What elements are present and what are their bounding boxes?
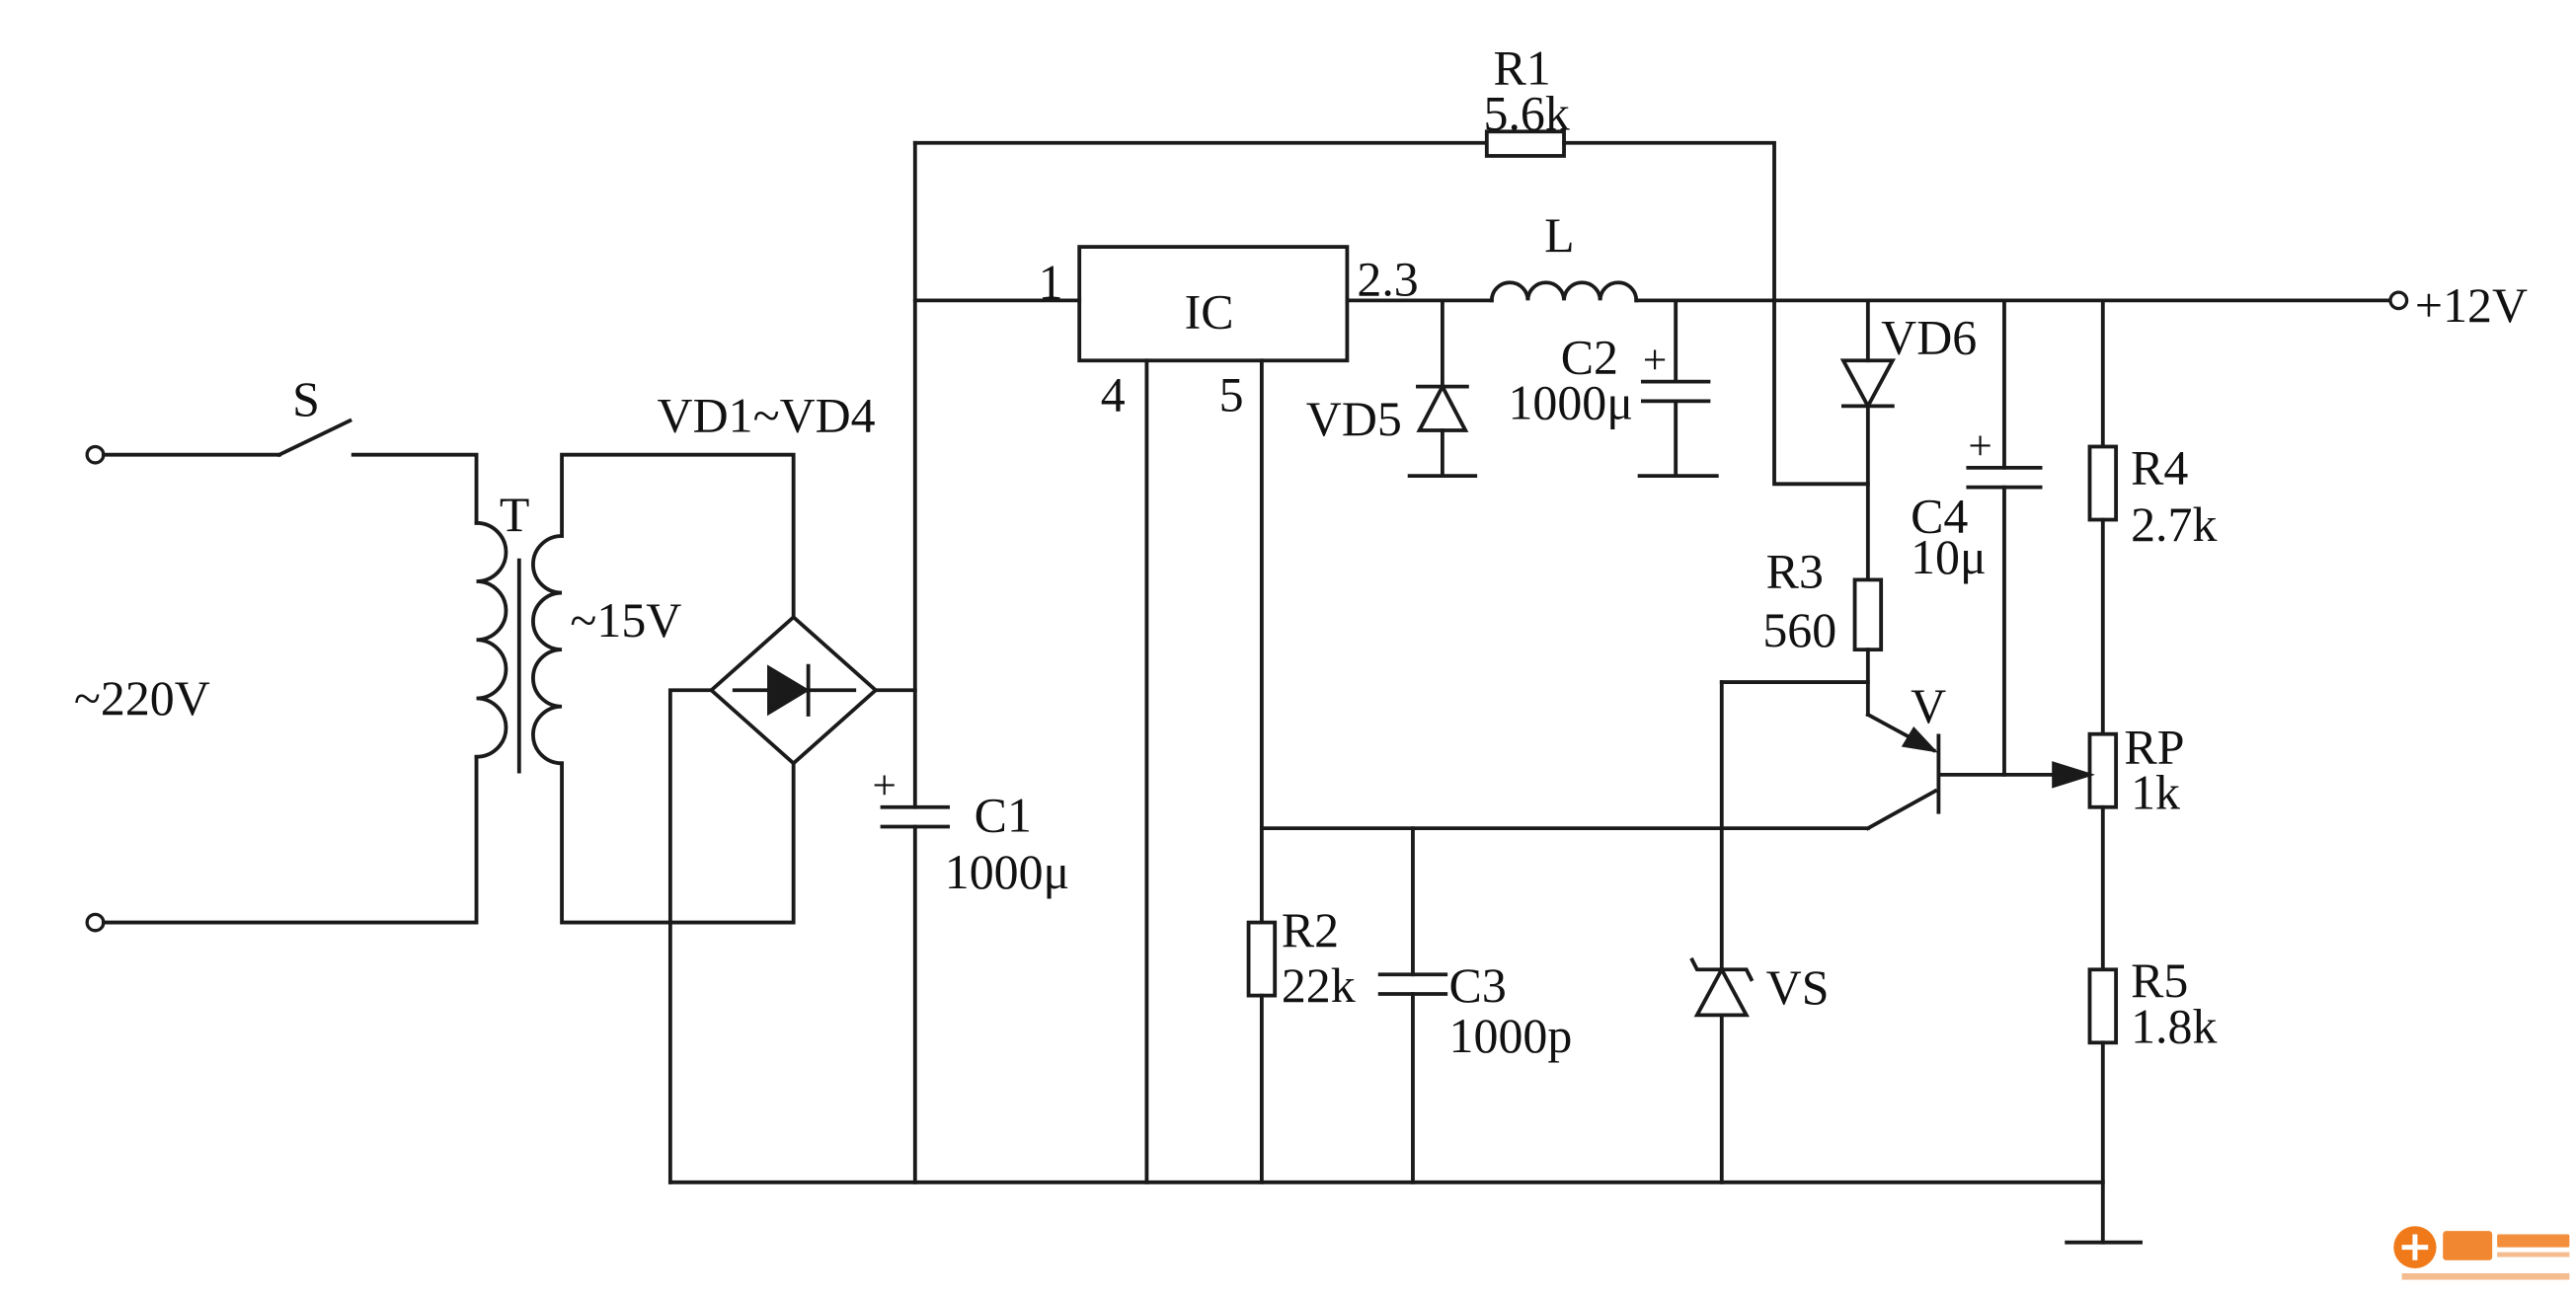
mains-voltage-label: ~220V — [74, 671, 210, 725]
diode-vd5: VD5 — [1306, 298, 1478, 478]
c3-label: C3 — [1449, 958, 1507, 1013]
transistor-v: V — [1865, 679, 1946, 831]
c4-value: 10μ — [1911, 530, 1987, 584]
capacitor-c4: + C4 10μ — [1911, 298, 2043, 777]
wire-secondary-top — [560, 452, 796, 620]
c2-polarity-mark: + — [1643, 338, 1667, 384]
output-terminal — [2388, 290, 2409, 311]
wire-r1-right — [1562, 140, 1870, 487]
vs-triangle — [1693, 965, 1750, 1018]
transformer: T ~15V — [474, 488, 681, 774]
switch-blade — [276, 418, 352, 458]
wire-switch-to-primary — [351, 452, 479, 525]
c3-value: 1000p — [1449, 1009, 1573, 1063]
r2-value: 22k — [1282, 958, 1356, 1013]
resistor-r3: R3 560 — [1762, 545, 1884, 717]
r2-body — [1246, 920, 1278, 998]
watermark-brand-block — [2443, 1231, 2493, 1260]
voltage-divider: R4 2.7k RP 1k R5 1.8k — [1936, 298, 2218, 1245]
resistor-r1: R1 5.6k — [912, 41, 1870, 487]
wire-primary-return — [101, 754, 479, 925]
ic-label: IC — [1185, 285, 1234, 340]
diode-vd6: VD6 — [1839, 298, 1977, 582]
input-terminal-top — [85, 444, 106, 465]
pin5-network: R2 22k C3 1000p — [1246, 826, 1870, 1184]
r1-body — [1484, 129, 1566, 158]
transistor-collector-lead — [1865, 788, 1938, 831]
rp-label: RP — [2124, 721, 2184, 775]
vd6-triangle — [1839, 358, 1897, 411]
r3-label: R3 — [1766, 545, 1824, 599]
inductor-coil — [1489, 280, 1639, 303]
output-voltage-label: +12V — [2415, 278, 2528, 333]
zener-vs: VS — [1689, 680, 1870, 1184]
watermark-url-strip — [2497, 1252, 2570, 1258]
rp-value: 1k — [2131, 766, 2180, 820]
watermark-site-block — [2497, 1234, 2570, 1248]
inductor-label: L — [1544, 208, 1574, 263]
r4-value: 2.7k — [2131, 497, 2218, 552]
capacitor-c2: + C2 1000μ — [1508, 298, 1719, 478]
r3-body — [1852, 577, 1884, 652]
transistor-label: V — [1911, 679, 1946, 733]
r5-value: 1.8k — [2131, 1000, 2218, 1054]
secondary-voltage-label: ~15V — [570, 593, 681, 648]
r1-label: R1 — [1493, 41, 1550, 96]
rp-wiper-arrow — [2052, 761, 2095, 789]
transformer-label: T — [500, 488, 529, 542]
rp-body — [2087, 731, 2119, 809]
ic-body — [1077, 245, 1350, 363]
transformer-primary-coil — [474, 520, 508, 759]
inductor-l: L +12V — [1489, 208, 2528, 333]
transformer-secondary-coil — [531, 534, 564, 766]
input-terminal-bottom — [85, 912, 106, 933]
c2-value: 1000μ — [1508, 376, 1633, 430]
c1-label: C1 — [975, 789, 1032, 843]
ic-pin1-label: 1 — [1039, 256, 1063, 310]
r3-value: 560 — [1762, 603, 1836, 657]
r2-label: R2 — [1282, 903, 1339, 957]
wire-secondary-bottom — [560, 761, 796, 925]
watermark-logo-glyph — [2401, 1234, 2429, 1260]
capacitor-c1: + C1 1000μ — [873, 140, 1070, 1184]
r5-body — [2087, 967, 2119, 1045]
vd5-label: VD5 — [1306, 392, 1402, 446]
switch-label: S — [292, 372, 320, 426]
ic-pin23-label: 2.3 — [1357, 253, 1418, 307]
ic-pin4-label: 4 — [1101, 368, 1126, 422]
watermark-tagline-strip — [2401, 1272, 2570, 1280]
watermark-logo — [2393, 1226, 2570, 1280]
vs-label: VS — [1766, 960, 1830, 1015]
bridge-outline — [708, 614, 879, 766]
r4-body — [2087, 444, 2119, 522]
c4-label: C4 — [1911, 490, 1968, 544]
r5-label: R5 — [2131, 954, 2188, 1009]
c1-value: 1000μ — [945, 845, 1070, 899]
ic-regulator: IC 1 2.3 4 5 — [912, 245, 1494, 1184]
vd5-triangle — [1416, 382, 1469, 432]
c1-polarity-mark: + — [873, 763, 897, 809]
transistor-emitter-arrow — [1901, 726, 1938, 753]
wire-bridge-negative — [667, 688, 714, 1184]
r4-label: R4 — [2131, 441, 2188, 496]
bridge-rectifier: VD1~VD4 — [560, 389, 917, 1184]
vd6-label: VD6 — [1881, 311, 1977, 365]
bridge-label: VD1~VD4 — [658, 389, 876, 443]
ic-pin5-label: 5 — [1219, 368, 1244, 422]
c4-polarity-mark: + — [1968, 423, 1991, 470]
input-section: S ~220V — [74, 372, 479, 933]
bridge-diode-triangle — [767, 664, 811, 717]
c2-label: C2 — [1561, 331, 1618, 385]
r1-value: 5.6k — [1484, 87, 1571, 141]
